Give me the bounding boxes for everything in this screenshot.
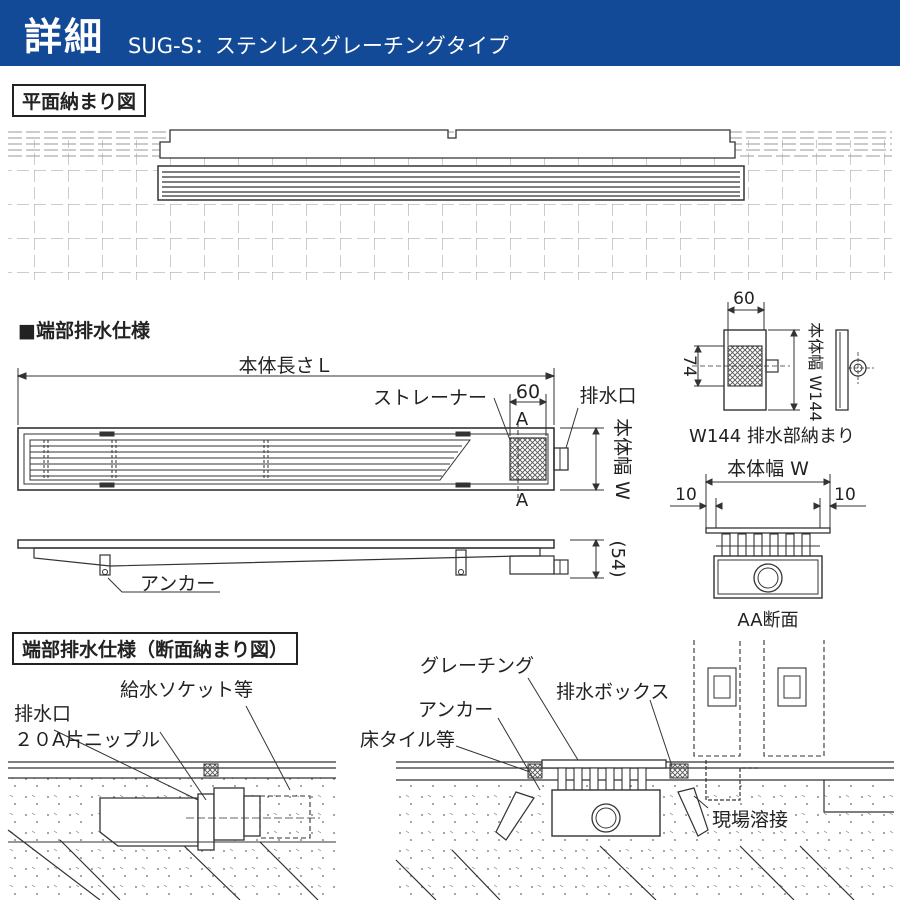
strainer-label: ストレーナー <box>373 387 487 409</box>
anchor-label: アンカー <box>140 573 215 595</box>
height-dim-label: (54) <box>607 541 628 578</box>
plan-section-label: 平面納まり図 <box>12 84 147 117</box>
w144-caption: W144 排水部納まり <box>689 426 855 447</box>
aa-left-10: 10 <box>675 485 697 505</box>
grating-label: グレーチング <box>420 655 534 677</box>
aa-width-label: 本体幅 W <box>727 458 809 480</box>
right-anchor-label: アンカー <box>418 699 493 721</box>
page-subtitle: SUG-S：ステンレスグレーチングタイプ <box>128 34 509 58</box>
w144-width-label: 本体幅 W144 <box>806 322 825 421</box>
welding-label: 現場溶接 <box>712 809 788 831</box>
end-drain-label: ■端部排水仕様 <box>18 320 150 342</box>
floor-tile-label: 床タイル等 <box>360 729 455 751</box>
end-drain-side-view <box>17 538 604 593</box>
outlet-label: 排水口 <box>579 385 636 407</box>
section-left <box>7 705 336 900</box>
page-title: 詳細 <box>24 15 105 59</box>
w144-dim-74: 74 <box>679 355 699 377</box>
body-width-label: 本体幅 W <box>611 418 633 500</box>
aa-right-10: 10 <box>834 485 856 505</box>
section-a-bottom: A <box>516 490 529 511</box>
left-outlet-label: 排水口 <box>14 703 71 725</box>
plan-view <box>8 129 892 280</box>
section-right <box>395 640 894 900</box>
w144-detail <box>692 302 874 412</box>
end-drain-section-label: 端部排水仕様（断面納まり図） <box>12 632 299 665</box>
section-a-top: A <box>516 409 529 430</box>
drain-box-label: 排水ボックス <box>556 681 669 703</box>
socket-label: 給水ソケット等 <box>120 679 253 701</box>
header-bar: 詳細 SUG-S：ステンレスグレーチングタイプ <box>0 0 900 66</box>
end-drain-top-view <box>16 368 604 498</box>
body-length-label: 本体長さＬ <box>238 355 333 377</box>
aa-caption: AA断面 <box>737 610 798 631</box>
nipple-label: ２０A片ニップル <box>14 729 160 751</box>
aa-section <box>670 474 866 599</box>
w144-dim-60: 60 <box>733 289 755 309</box>
top-dim-60: 60 <box>516 381 540 403</box>
